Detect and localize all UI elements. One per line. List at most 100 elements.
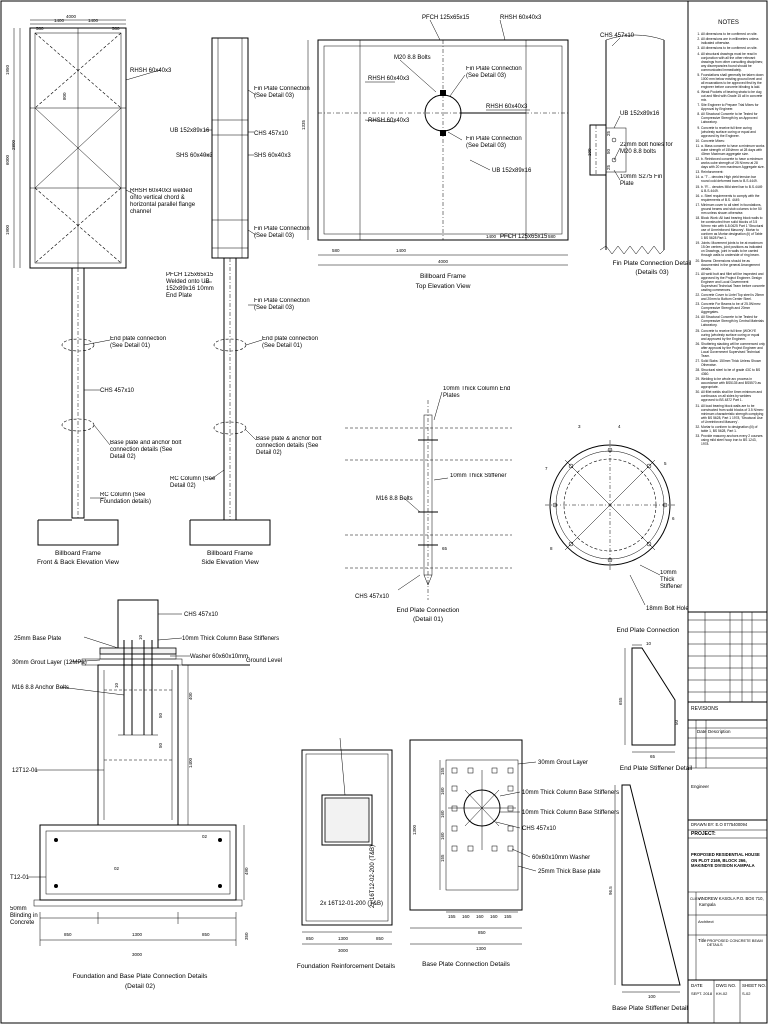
notes-panel: NOTES All dimensions to be confirmed on … [692, 6, 765, 606]
fdn-dim-50a: 50 [158, 712, 163, 718]
note-item: c. Steel requirements to comply with the… [701, 194, 765, 202]
date-label: DATE [691, 983, 703, 988]
bp-label-stiff-1: 10mm Thick Column Base Stiffeners [522, 790, 619, 796]
bstiff-title: Base Plate Stiffener Detail [612, 1005, 688, 1012]
stiff-dim-50: 50 [674, 719, 679, 725]
fin-dim-100: 100 [587, 148, 592, 156]
date-value: SEPT. 2018 [691, 991, 713, 996]
front-label-end-plate: End plate connection (See Detail 01) [110, 336, 167, 349]
top-label-pfch-1: PFCH 125x65x15 [422, 15, 470, 21]
bp-label-grout: 30mm Grout Layer [538, 760, 588, 766]
top-dim-1400b: 1400 [486, 234, 497, 239]
fin-dim-50: 50 [606, 148, 611, 154]
fdn-label-washer: Washer 60x60x10mm [190, 654, 248, 660]
side-label-end-plate: End plate connection (See Detail 01) [262, 336, 319, 349]
reinf-label-t12-02: 2x 16T12-02-200 (T&B) [370, 845, 376, 908]
fin-plate-detail [589, 34, 665, 255]
note-item: Shuttering stacking will be commenced on… [701, 342, 765, 358]
project-label: PROJECT: [691, 831, 716, 837]
side-label-rc-column: RC Column (See Detail 02) [170, 476, 216, 489]
fdn-dim-490: 490 [244, 867, 249, 875]
fdn-label-t12: T12-01 [10, 875, 30, 881]
title-block-frame [688, 611, 767, 1023]
bstiff-dim-100: 100 [648, 994, 656, 999]
front-label-rhsh-welded: RHSH 60x40x3 welded onto vertical chord … [130, 188, 196, 215]
dwg-value: KH-02 [716, 991, 728, 996]
note-item: Concrete For Beams to be of 25.0N/mm² Co… [701, 302, 765, 314]
reinforcement-plan-view [301, 737, 393, 945]
front-elevation-view [13, 19, 161, 546]
note-item: a. 'T'... denotes High yield tension bar… [701, 175, 765, 183]
bp-dim-h160a: 160 [462, 914, 470, 919]
title-block: REVISIONS Date Description Engineer DRAW… [689, 700, 767, 1022]
stiff-dim-10: 10 [646, 641, 652, 646]
fdn-title: Foundation and Base Plate Connection Det… [73, 973, 209, 980]
foundation-section-view [28, 599, 250, 946]
side-label-shs-1: SHS 60x40x3 [176, 153, 213, 159]
revisions-header: REVISIONS [691, 706, 719, 712]
rev-col-description: Description [708, 729, 731, 734]
ep1-dim-65: 65 [442, 546, 448, 551]
front-dim-total: 4000 [66, 14, 77, 19]
top-title: Billboard Frame [420, 273, 466, 280]
front-label-rhsh: RHSH 60x40x3 [130, 68, 172, 74]
fdn-label-ground: Ground Level [246, 658, 282, 664]
bp-dim-v155a: 155 [440, 767, 445, 775]
note-item: Mortar to conform to designation (iii) o… [701, 425, 765, 433]
bp-dim-v1300: 1300 [412, 824, 417, 835]
fin-dim-25a: 25 [606, 130, 611, 136]
ep2-dim-3: 3 [578, 424, 581, 429]
fdn-dim-50b: 50 [158, 742, 163, 748]
title-label: Title [698, 938, 707, 943]
dwg-label: DWG NO. [716, 983, 737, 988]
stiff-dim-65: 65 [650, 754, 656, 759]
fdn-dim-3000: 3000 [132, 952, 143, 957]
note-item: b. 'R'... denotes Mild steel bar to B.S.… [701, 185, 765, 193]
fdn-dim-1300: 1300 [132, 932, 143, 937]
front-label-rc-column: RC Column (See Foundation details) [100, 492, 152, 505]
note-item: All fillet welds shall be 6mm minimum an… [701, 390, 765, 402]
front-dim-580b: 580 [112, 26, 120, 31]
reinf-dim-850b: 850 [376, 936, 384, 941]
front-dim-6000: 6000 [5, 154, 10, 165]
ep2-dim-4: 4 [618, 424, 621, 429]
fdn-dim-400: 400 [188, 692, 193, 700]
ep1-subtitle: (Detail 01) [413, 616, 443, 623]
note-item: Concrete to receive full time curing (wh… [701, 126, 765, 138]
note-item: Foundations shall generally be taken dow… [701, 73, 765, 89]
base-plate-plan-view [409, 739, 537, 945]
fin-label-plate: 10mm S275 Fin Plate [620, 174, 663, 187]
side-label-fin-1: Fin Plate Connection (See Detail 03) [254, 86, 310, 99]
fdn-label-blinding: 50mm Blinding in Concrete [10, 906, 38, 926]
side-elevation-view [189, 37, 271, 546]
ep1-label-chs: CHS 457x10 [355, 594, 390, 600]
fdn-label-stiffeners: 10mm Thick Column Base Stiffeners [182, 636, 279, 642]
note-item: All Structural Concrete to be Tested for… [701, 112, 765, 124]
end-plate-circular [545, 440, 675, 606]
stiff-title: End Plate Stiffener Detail [620, 765, 693, 772]
drawing-title: PROPOSED CONCRETE BEAM DETAILS [707, 939, 763, 947]
fdn-dim-850a: 850 [64, 932, 72, 937]
front-title: Billboard Frame [55, 550, 101, 557]
project-name: PROPOSED RESIDENTIAL HOUSE ON PLOT 2169,… [691, 852, 760, 868]
front-label-base-plate: Base plate and anchor bolt connection de… [110, 440, 182, 460]
notes-list: All dimensions to be confirmed on site. A… [692, 32, 765, 446]
base-plate-stiffener-detail [614, 784, 681, 993]
fdn-dim-10b: 10 [138, 634, 143, 640]
fdn-subtitle: (Detail 02) [125, 983, 155, 990]
side-label-base-plate: Base plate & anchor bolt connection deta… [256, 436, 322, 456]
client-label: CLIENT [690, 897, 703, 901]
top-label-ub: UB 152x89x16 [492, 168, 532, 174]
note-item: a. Mass concrete to have a minimum works… [701, 144, 765, 156]
note-item: Welding to be whole arc process in accor… [701, 377, 765, 389]
note-item: All dimensions to be confirmed on site. [701, 46, 765, 50]
ep1-label-bolts: M16 8.8 Bolts [376, 496, 413, 502]
front-dim-1900: 1900 [5, 224, 10, 235]
fdn-bar-02a: 02 [114, 866, 120, 871]
sheet-label: SHEET NO. [742, 983, 767, 988]
side-label-ub: UB 152x89x16 [170, 128, 210, 134]
ep2-label-bolt-hole: 18mm Bolt Hole [646, 606, 689, 612]
note-item: All load bearing block walls are to be c… [701, 404, 765, 424]
ep2-title: End Plate Connection [617, 627, 680, 634]
reinf-dim-850a: 850 [306, 936, 314, 941]
